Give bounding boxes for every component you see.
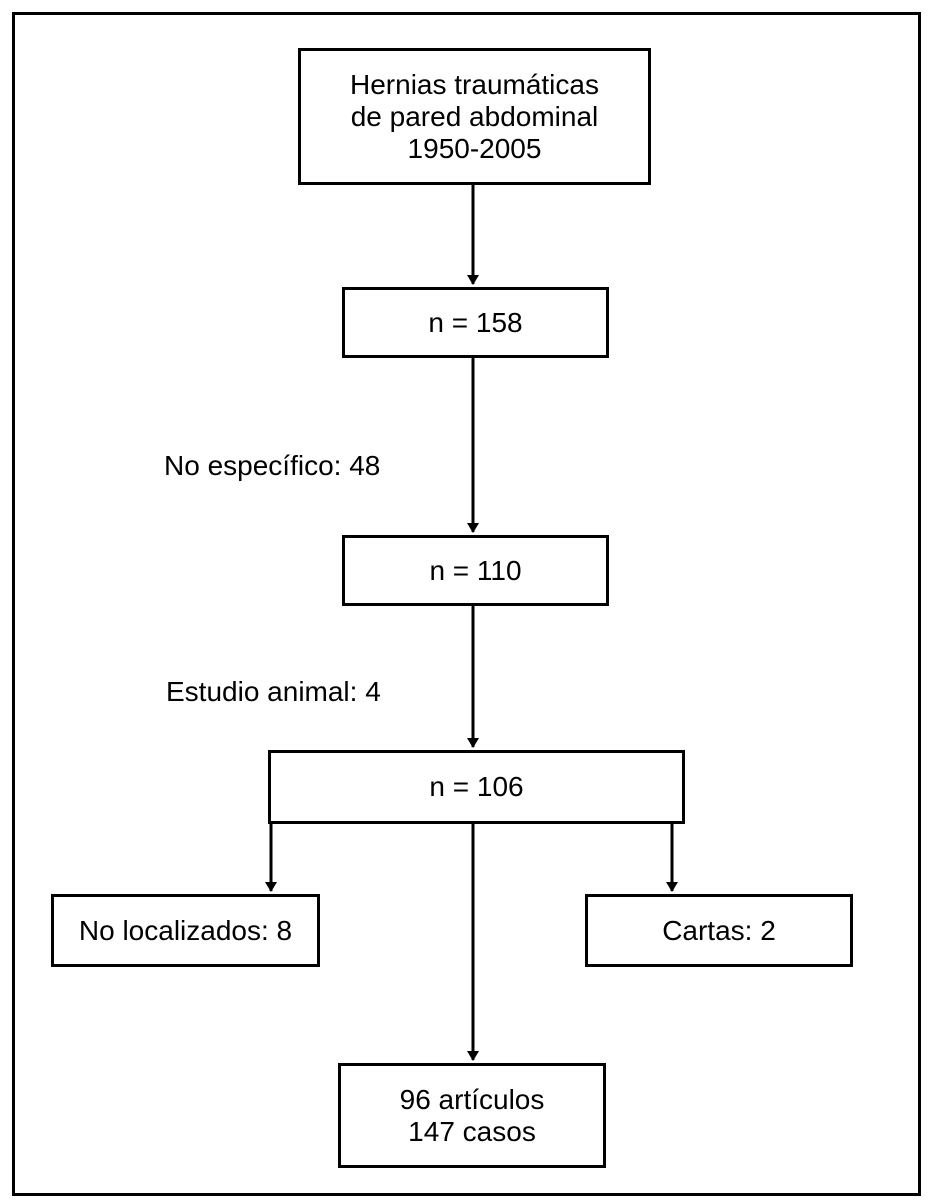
- exclusion-no-especifico: No específico: 48: [164, 450, 381, 481]
- n158-box: n = 158: [342, 287, 609, 358]
- n106-box: n = 106: [268, 750, 685, 824]
- final-line-1: 96 artículos: [399, 1083, 545, 1115]
- n110-box: n = 110: [342, 535, 609, 606]
- title-box: Hernias traumáticas de pared abdominal 1…: [298, 48, 651, 185]
- no-localizados-box: No localizados: 8: [51, 894, 320, 967]
- final-box: 96 artículos 147 casos: [338, 1063, 606, 1168]
- title-line-3: 1950-2005: [407, 132, 542, 164]
- title-line-1: Hernias traumáticas: [350, 68, 599, 100]
- no-localizados-label: No localizados: 8: [78, 914, 293, 946]
- final-line-2: 147 casos: [408, 1115, 536, 1147]
- n158-label: n = 158: [428, 306, 523, 338]
- title-line-2: de pared abdominal: [350, 100, 599, 132]
- exclusion-estudio-animal: Estudio animal: 4: [166, 676, 381, 707]
- n110-label: n = 110: [429, 554, 522, 586]
- cartas-label: Cartas: 2: [662, 914, 776, 946]
- n106-label: n = 106: [429, 771, 524, 802]
- cartas-box: Cartas: 2: [585, 894, 853, 967]
- diagram-frame: [12, 12, 921, 1196]
